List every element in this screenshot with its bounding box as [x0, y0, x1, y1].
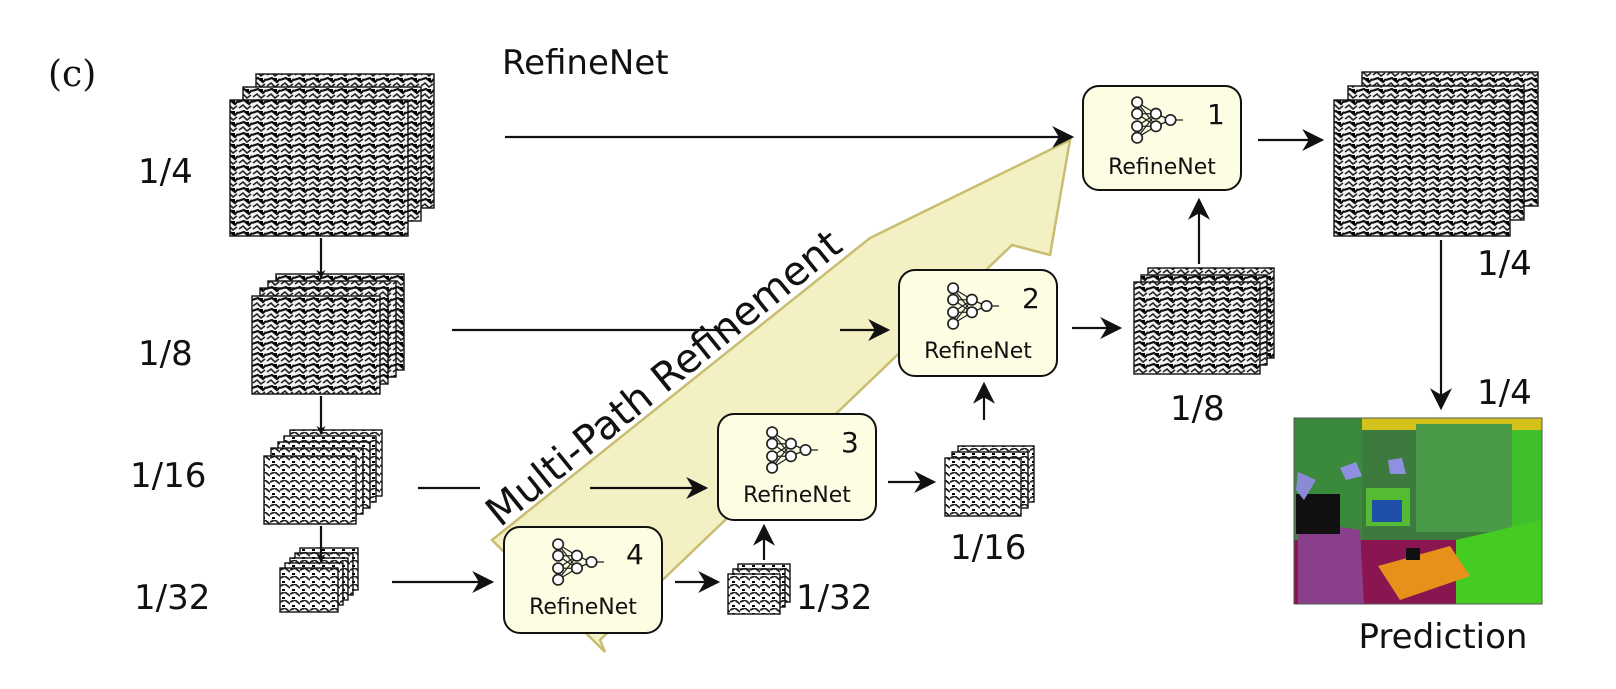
output-stack-1-8 [1133, 267, 1275, 375]
refinenet-block-4: 4 RefineNet [503, 526, 663, 634]
scale-label-1-16: 1/16 [130, 456, 206, 496]
output-label-1-4: 1/4 [1477, 244, 1532, 284]
panel-label: (c) [48, 54, 96, 95]
output-stack-1-32 [727, 563, 791, 615]
block-number: 4 [626, 538, 644, 571]
output-stack-1-4 [1333, 71, 1539, 237]
feature-stack-1-4 [229, 73, 435, 237]
feature-stack-1-32 [279, 547, 359, 613]
refinenet-block-3: 3 RefineNet [717, 413, 877, 521]
block-number: 1 [1207, 98, 1225, 131]
refinenet-block-2: 2 RefineNet [898, 269, 1058, 377]
block-label: RefineNet [529, 595, 637, 620]
block-number: 2 [1022, 282, 1040, 315]
prediction-scale-label: 1/4 [1477, 373, 1532, 413]
prediction-label: Prediction [1359, 617, 1528, 657]
scale-label-1-32: 1/32 [134, 578, 210, 618]
title: RefineNet [502, 43, 669, 83]
feature-stack-1-16 [263, 429, 383, 525]
feature-stack-1-8 [251, 273, 405, 395]
scale-label-1-8: 1/8 [138, 334, 193, 374]
scale-label-1-4: 1/4 [138, 152, 193, 192]
block-label: RefineNet [1108, 155, 1216, 180]
band-arrow-shape [490, 137, 1072, 653]
block-label: RefineNet [924, 339, 1032, 364]
output-label-1-32: 1/32 [796, 578, 872, 618]
output-stack-1-16 [944, 445, 1035, 517]
block-number: 3 [841, 426, 859, 459]
refinenet-block-1: 1 RefineNet [1082, 85, 1242, 191]
prediction-map [1293, 417, 1543, 605]
output-label-1-8: 1/8 [1170, 389, 1225, 429]
block-label: RefineNet [743, 483, 851, 508]
output-label-1-16: 1/16 [950, 528, 1026, 568]
